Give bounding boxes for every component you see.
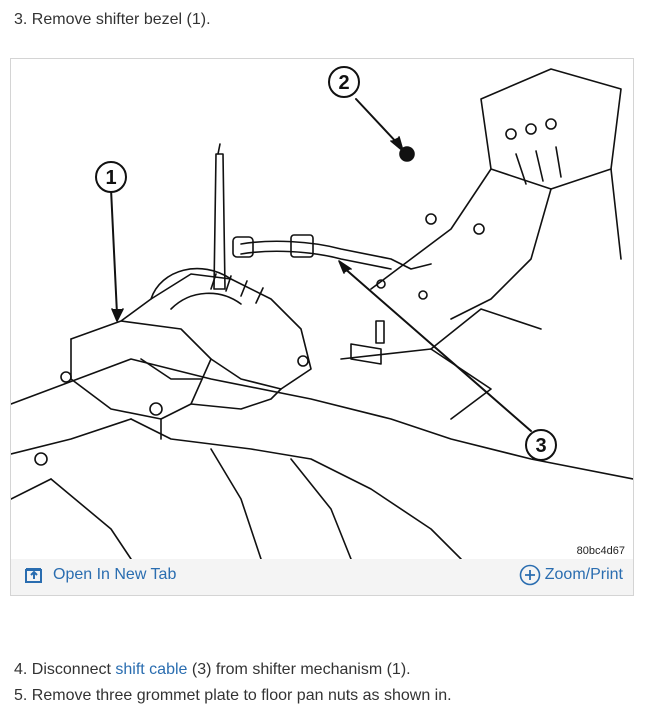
figure-container: 1 2 3 80bc4d67 Open In New Tab Zoom/Prin… [10, 58, 634, 596]
zoom-print-label: Zoom/Print [544, 566, 623, 583]
open-new-tab-icon [25, 568, 42, 583]
step-5-text: 5. Remove three grommet plate to floor p… [14, 687, 452, 704]
callout-1-text: 1 [105, 167, 116, 189]
zoom-plus-icon [519, 564, 541, 586]
figure-toolbar: Open In New Tab Zoom/Print [11, 559, 633, 595]
step-4-suffix: (3) from shifter mechanism (1). [187, 661, 411, 678]
open-new-tab-button[interactable]: Open In New Tab [25, 566, 176, 584]
callout-2: 2 [328, 66, 360, 98]
step-4-text: 4. Disconnect shift cable (3) from shift… [14, 660, 411, 680]
open-new-tab-label: Open In New Tab [53, 566, 177, 583]
callout-3-text: 3 [535, 435, 546, 457]
callout-3: 3 [525, 429, 557, 461]
zoom-print-button[interactable]: Zoom/Print [519, 564, 623, 586]
figure-code: 80bc4d67 [576, 545, 625, 557]
step-4-prefix: 4. Disconnect [14, 661, 116, 678]
callout-2-text: 2 [338, 72, 349, 94]
shifter-diagram: 1 2 3 [11, 66, 633, 559]
callout-1: 1 [95, 161, 127, 193]
step-3-text: 3. Remove shifter bezel (1). [14, 11, 211, 28]
shift-cable-link[interactable]: shift cable [115, 661, 188, 678]
